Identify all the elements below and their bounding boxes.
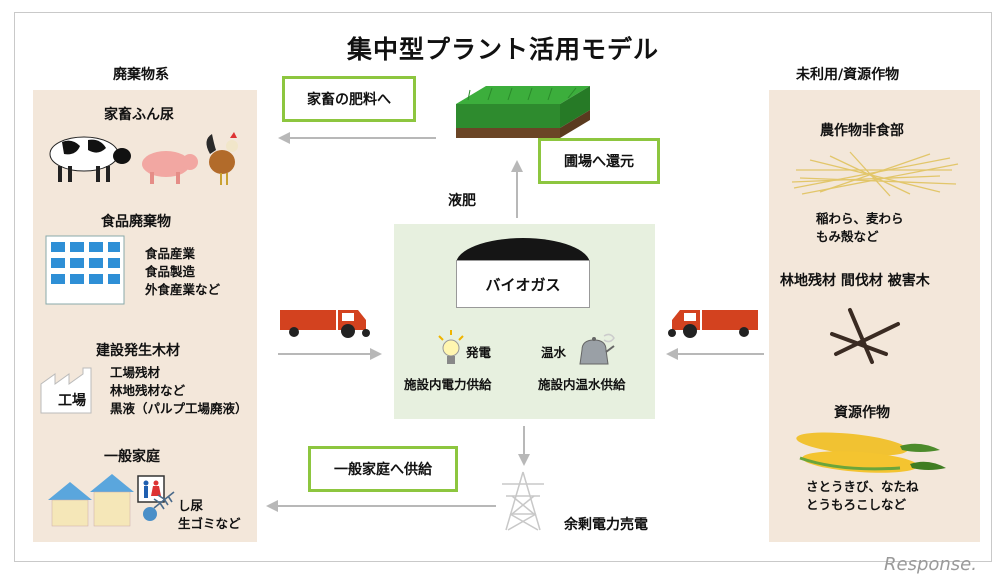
crop-detail-2: もみ殻など (816, 229, 879, 244)
wood-logs-icon (830, 308, 900, 364)
hotwater-sub-label: 施設内温水供給 (538, 377, 626, 392)
light-bulb-icon (438, 330, 464, 364)
right-heading: 未利用/資源作物 (796, 67, 900, 83)
straw-icon (791, 151, 959, 197)
wood-detail-1: 工場残材 (110, 365, 161, 380)
left-truck-icon (280, 310, 370, 338)
diagram-title: 集中型プラント活用モデル (346, 35, 659, 64)
household-detail-2: 生ゴミなど (178, 516, 241, 531)
hotwater-label: 温水 (541, 345, 567, 360)
factory-label: 工場 (58, 393, 86, 409)
household-label: 一般家庭 (104, 449, 160, 465)
arrow-right-inflow (666, 348, 764, 360)
energy-detail-2: とうもろこしなど (806, 497, 907, 512)
arrow-to-tower (518, 426, 530, 466)
household-detail-1: し尿 (178, 498, 204, 513)
field-return-box: 圃場へ還元 (538, 138, 660, 184)
food-detail-1: 食品産業 (145, 246, 196, 261)
arrow-left-inflow (278, 348, 382, 360)
power-tower-icon (502, 471, 544, 531)
biogas-label: バイオガス (456, 260, 590, 308)
response-watermark: Response. (884, 554, 977, 575)
forest-residue-label: 林地残材 間伐材 被害木 (780, 273, 930, 289)
energy-crop-label: 資源作物 (834, 405, 890, 421)
food-waste-label: 食品廃棄物 (101, 214, 171, 230)
construction-wood-label: 建設発生木材 (96, 343, 180, 359)
diagram-frame (14, 12, 992, 562)
food-detail-2: 食品製造 (145, 264, 196, 279)
houses-icon (48, 474, 165, 527)
energy-detail-1: さとうきび、なたね (806, 479, 919, 494)
factory-icon (40, 367, 92, 414)
power-label: 発電 (466, 345, 492, 360)
food-detail-3: 外食産業など (145, 282, 221, 297)
arrow-to-field (511, 160, 523, 218)
arrow-to-livestock (278, 132, 436, 144)
household-supply-box: 一般家庭へ供給 (308, 446, 458, 492)
surplus-power-label: 余剰電力売電 (564, 517, 648, 533)
crop-residue-label: 農作物非食部 (820, 123, 904, 139)
field-icon (456, 86, 590, 138)
wood-detail-3: 黒液（パルプ工場廃液） (110, 401, 248, 416)
right-truck-icon (668, 310, 758, 338)
wood-detail-2: 林地残材など (110, 383, 186, 398)
crop-detail-1: 稲わら、麦わら (816, 211, 904, 226)
liquid-fertilizer-label: 液肥 (448, 193, 476, 209)
arrow-to-household (266, 500, 496, 512)
left-heading: 廃棄物系 (113, 67, 169, 83)
building-icon (45, 235, 125, 305)
kettle-icon (579, 333, 615, 365)
fishbone-icon (143, 491, 175, 521)
livestock-label: 家畜ふん尿 (104, 107, 174, 123)
power-sub-label: 施設内電力供給 (404, 377, 492, 392)
corn-icon (796, 432, 946, 473)
livestock-icon (49, 132, 238, 185)
fertilizer-box: 家畜の肥料へ (282, 76, 416, 122)
